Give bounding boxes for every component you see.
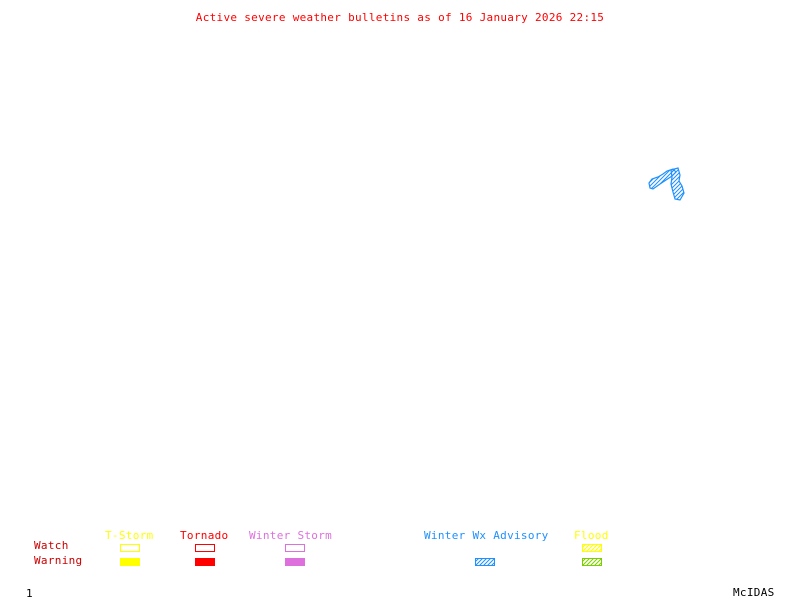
legend-swatch-flood-warning [582, 558, 602, 566]
winter-wx-advisory-area [648, 167, 685, 201]
legend-swatch-tstorm-warning [120, 558, 140, 566]
legend-row-label-warning: Warning [34, 554, 83, 567]
legend-swatch-winter-wx-advisory [475, 558, 495, 566]
advisory-polygon-south-arm [670, 167, 685, 201]
legend-label-tstorm: T-Storm [105, 529, 154, 542]
legend-label-flood: Flood [574, 529, 609, 542]
frame-number: 1 [26, 587, 33, 600]
legend-label-winter-wx-advisory: Winter Wx Advisory [424, 529, 549, 542]
legend-swatch-winter-storm-warning [285, 558, 305, 566]
legend-swatch-tornado-warning [195, 558, 215, 566]
software-label: McIDAS [733, 586, 775, 599]
map-title: Active severe weather bulletins as of 16… [195, 11, 605, 24]
legend-swatch-winter-storm-watch [285, 544, 305, 552]
legend-row-label-watch: Watch [34, 539, 69, 552]
legend-label-tornado: Tornado [180, 529, 229, 542]
legend-label-winter-storm: Winter Storm [249, 529, 333, 542]
legend-swatch-tornado-watch [195, 544, 215, 552]
legend-swatch-tstorm-watch [120, 544, 140, 552]
legend-swatch-flood-watch [582, 544, 602, 552]
